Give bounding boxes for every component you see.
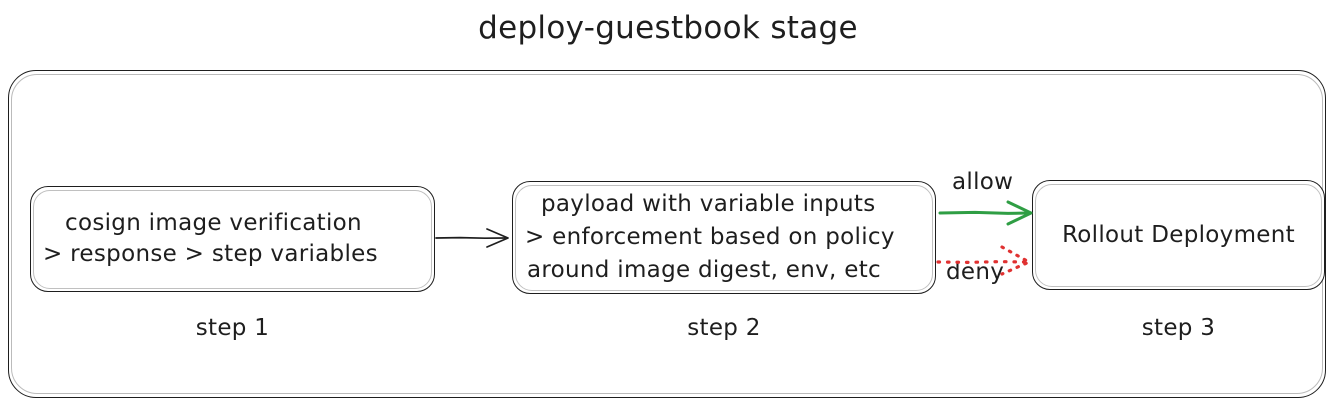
step-caption-1: step 1 bbox=[195, 315, 270, 341]
step-box-2[interactable]: payload with variable inputs > enforceme… bbox=[512, 181, 936, 294]
step-2-line-1: payload with variable inputs bbox=[541, 191, 876, 217]
page-title: deploy-guestbook stage bbox=[478, 10, 858, 46]
step-2-line-2: > enforcement based on policy bbox=[525, 224, 895, 250]
step-box-3[interactable]: Rollout Deployment bbox=[1032, 180, 1325, 290]
step-3-line-1: Rollout Deployment bbox=[1062, 221, 1295, 248]
allow-edge-label: allow bbox=[952, 169, 1014, 195]
step-caption-2: step 2 bbox=[687, 315, 761, 341]
step-1-line-2: > response > step variables bbox=[43, 241, 378, 267]
step-2-line-3: around image digest, env, etc bbox=[527, 257, 881, 283]
step-1-line-1: cosign image verification bbox=[65, 210, 362, 236]
step-box-1[interactable]: cosign image verification > response > s… bbox=[30, 186, 435, 292]
step-caption-3: step 3 bbox=[1141, 315, 1216, 341]
deny-edge-label: deny bbox=[946, 259, 1005, 285]
